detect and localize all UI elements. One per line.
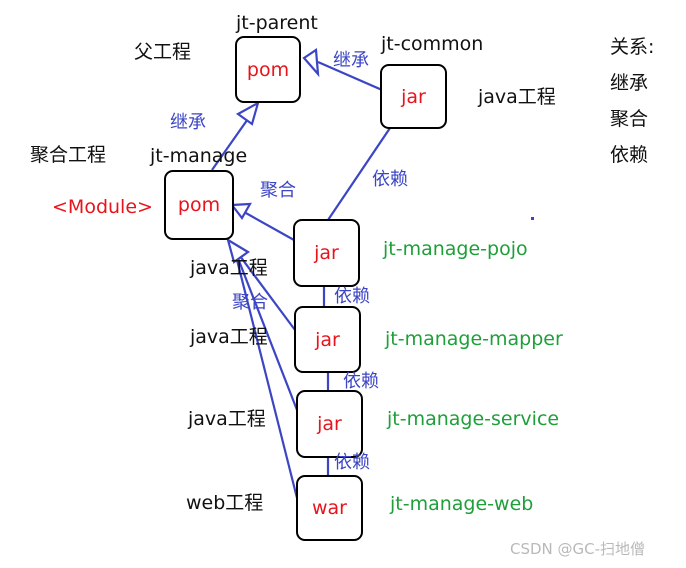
edge-web-aggregate-manage — [232, 247, 299, 499]
edge-service-aggregate-manage — [232, 247, 299, 411]
arrowhead-manage-parent — [235, 100, 260, 126]
edge-label-depend-common: 依赖 — [372, 169, 408, 190]
module-name-service: jt-manage-service — [387, 408, 560, 430]
edge-label-inherit-common: 继承 — [333, 50, 369, 71]
label-service-java-project: java工程 — [188, 408, 266, 430]
node-mapper-jar: jar — [294, 306, 361, 373]
label-web-project: web工程 — [186, 492, 264, 514]
module-name-web: jt-manage-web — [390, 493, 534, 515]
edge-label-depend-mapper-service: 依赖 — [343, 371, 379, 392]
label-pojo-java-project: java工程 — [190, 257, 268, 279]
node-service-jar: jar — [296, 390, 363, 458]
edge-label-inherit-manage: 继承 — [170, 112, 206, 133]
edge-manage-inherits-parent — [211, 115, 251, 171]
legend-title: 关系: — [610, 36, 655, 58]
node-web-war: war — [296, 475, 363, 541]
module-name-mapper: jt-manage-mapper — [385, 328, 563, 350]
title-jt-common: jt-common — [381, 33, 484, 55]
stray-dot — [531, 217, 534, 220]
label-mapper-java-project: java工程 — [190, 326, 268, 348]
label-father-project: 父工程 — [134, 41, 192, 63]
node-parent-pom: pom — [235, 36, 301, 103]
label-common-java-project: java工程 — [478, 86, 556, 108]
watermark: CSDN @GC-扫地僧 — [510, 540, 646, 558]
legend-depend: 依赖 — [610, 144, 649, 166]
edge-label-depend-pojo-mapper: 依赖 — [334, 286, 370, 307]
edge-label-depend-service-web: 依赖 — [334, 452, 370, 473]
arrowhead-modules-manage — [226, 237, 251, 264]
module-name-pojo: jt-manage-pojo — [383, 238, 528, 260]
edge-mapper-aggregate-manage — [233, 247, 296, 331]
edge-pojo-depends-common — [327, 127, 391, 221]
edge-pojo-aggregate-manage — [243, 211, 295, 241]
label-module-tag: <Module> — [52, 196, 153, 218]
node-manage-pom: pom — [164, 170, 234, 240]
legend-inherit: 继承 — [610, 72, 649, 94]
arrowhead-pojo-manage — [229, 202, 252, 220]
edge-label-aggregate-top: 聚合 — [260, 180, 296, 201]
node-pojo-jar: jar — [293, 219, 360, 287]
label-aggregate-project: 聚合工程 — [30, 144, 107, 166]
title-jt-manage: jt-manage — [150, 145, 248, 167]
arrowhead-common-parent — [302, 48, 320, 78]
title-jt-parent: jt-parent — [236, 12, 318, 34]
edge-label-aggregate-left: 聚合 — [232, 292, 268, 313]
legend-aggregate: 聚合 — [610, 108, 649, 130]
edge-common-inherits-parent — [317, 60, 383, 92]
node-common-jar: jar — [380, 64, 447, 129]
